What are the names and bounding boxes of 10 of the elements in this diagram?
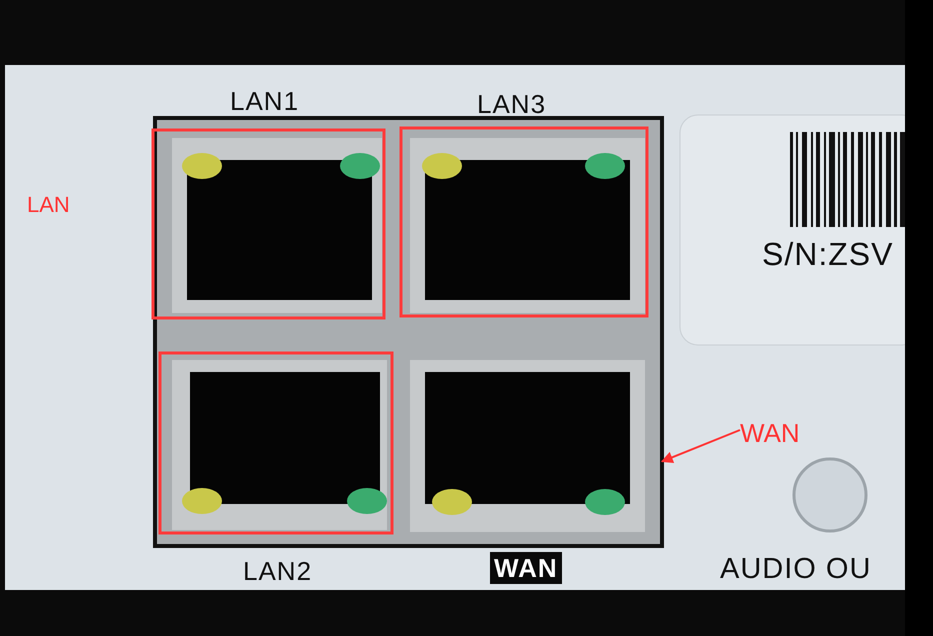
annotation-text: WAN: [740, 418, 812, 448]
annotation-text: LAN: [27, 194, 70, 216]
port-label: LAN1: [230, 88, 300, 114]
arrow: [660, 429, 740, 463]
serial-number: S/N:ZSV: [762, 238, 894, 270]
port-label: WAN: [490, 552, 562, 584]
port-label: AUDIO OU: [720, 555, 872, 584]
port-label: LAN2: [243, 558, 312, 584]
port-label: LAN3: [477, 91, 546, 117]
ethernet-port-drawing: [410, 360, 645, 532]
